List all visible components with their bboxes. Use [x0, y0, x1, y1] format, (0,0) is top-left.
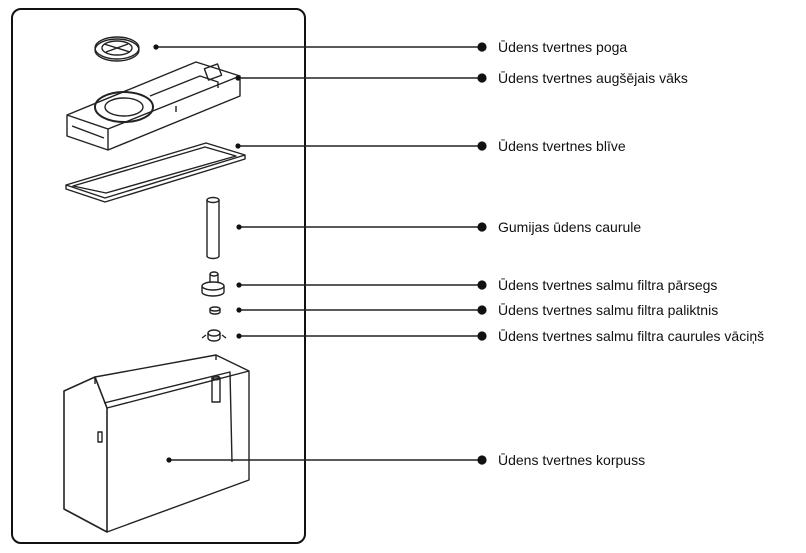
filter-tray-drawing — [209, 306, 221, 315]
label-rubber-tube: Gumijas ūdens caurule — [498, 219, 642, 235]
leader-line-vaks — [235, 73, 487, 83]
upper-lid-drawing — [66, 61, 241, 151]
leader-line-poga — [153, 42, 487, 52]
label-tank-body: Ūdens tvertnes korpuss — [498, 452, 646, 468]
tank-knob-drawing — [94, 36, 140, 62]
pipe-cap-drawing — [201, 329, 227, 342]
label-pipe-cap: Ūdens tvertnes salmu filtra caurules vāc… — [498, 328, 765, 344]
leader-line-paliktnis — [236, 305, 487, 315]
diagram-panel — [11, 8, 306, 544]
label-upper-lid: Ūdens tvertnes augšējais vāks — [498, 70, 688, 86]
rubber-tube-drawing — [206, 196, 220, 260]
seal-drawing — [65, 142, 246, 203]
label-filter-tray: Ūdens tvertnes salmu filtra paliktnis — [498, 302, 719, 318]
filter-cover-drawing — [201, 271, 225, 297]
label-filter-cover: Ūdens tvertnes salmu filtra pārsegs — [498, 277, 718, 293]
leader-line-blive — [235, 141, 487, 151]
label-seal: Ūdens tvertnes blīve — [498, 138, 626, 154]
leader-line-caurule — [236, 222, 487, 232]
leader-line-parsegs — [236, 280, 487, 290]
tank-body-drawing — [63, 354, 250, 533]
leader-line-vacins — [236, 331, 487, 341]
label-tank-knob: Ūdens tvertnes poga — [498, 39, 628, 55]
leader-line-korpuss — [166, 455, 487, 465]
